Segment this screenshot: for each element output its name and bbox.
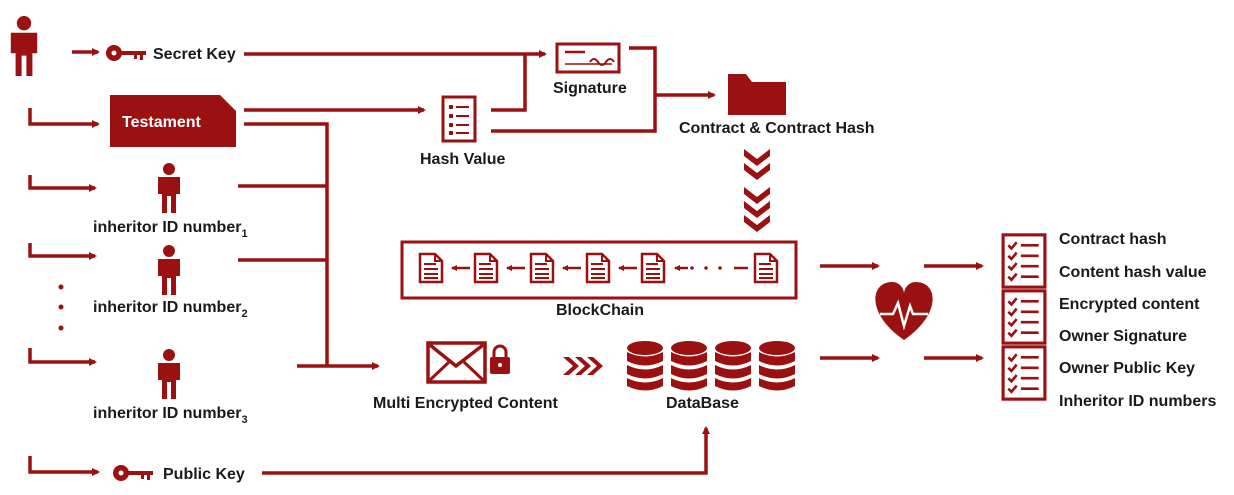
inheritor-1-label: inheritor ID number1 <box>93 219 248 240</box>
signature-icon <box>555 42 621 74</box>
signature-to-contract-arrow <box>629 46 716 99</box>
inheritor-3-arrow <box>28 348 97 366</box>
database-label: DataBase <box>666 395 739 412</box>
owner-to-testament-arrow <box>28 108 100 128</box>
block-icon <box>753 252 779 284</box>
chevrons-down-icon <box>744 149 770 232</box>
output-contract-hash: Contract hash <box>1059 231 1167 248</box>
ellipsis-dots <box>58 284 64 331</box>
folder-icon <box>728 74 786 115</box>
public-key-label: Public Key <box>163 466 245 483</box>
signature-label: Signature <box>553 80 627 97</box>
secret-key-icon <box>106 45 146 61</box>
hash-to-signature-line <box>491 54 527 112</box>
inheritor-2-person-icon <box>158 245 180 295</box>
block-icon <box>640 252 666 284</box>
checklist-icon <box>1001 289 1047 345</box>
testament-label: Testament <box>122 114 202 131</box>
hash-value-label: Hash Value <box>420 151 505 168</box>
inheritor-3-label: inheritor ID number3 <box>93 405 248 426</box>
hash-to-contract-line <box>491 95 657 133</box>
inheritor-2-arrow <box>28 243 97 260</box>
hash-document-icon <box>441 95 477 143</box>
database-icon <box>627 341 663 391</box>
inheritor-1-arrow <box>28 175 97 192</box>
checklist-icon <box>1001 233 1047 289</box>
testament-shape <box>110 95 236 147</box>
output-inheritor-ids: Inheritor ID numbers <box>1059 393 1216 410</box>
inheritor-2-label: inheritor ID number2 <box>93 299 248 320</box>
block-icon <box>585 252 611 284</box>
output-encrypted-content: Encrypted content <box>1059 296 1200 313</box>
output-content-hash: Content hash value <box>1059 264 1207 281</box>
inheritor-1-person-icon <box>158 163 180 213</box>
database-icon <box>715 341 751 391</box>
contract-label: Contract & Contract Hash <box>679 120 875 137</box>
lock-icon <box>490 344 510 374</box>
block-icon <box>418 252 444 284</box>
output-owner-public-key: Owner Public Key <box>1059 360 1195 377</box>
public-key-icon <box>113 465 153 481</box>
public-key-to-database-arrow <box>262 426 710 475</box>
checklist-icon <box>1001 345 1047 401</box>
blockchain-link-arrows <box>451 265 748 271</box>
block-icon <box>529 252 555 284</box>
database-icon <box>759 341 795 391</box>
blockchain-label: BlockChain <box>556 302 644 319</box>
database-icon <box>671 341 707 391</box>
inheritor-3-person-icon <box>158 349 180 399</box>
testament-bus-line <box>244 122 329 366</box>
block-icon <box>473 252 499 284</box>
heart-icon <box>875 282 933 340</box>
multi-encrypted-label: Multi Encrypted Content <box>373 395 559 412</box>
output-owner-signature: Owner Signature <box>1059 328 1187 345</box>
owner-to-public-key-arrow <box>28 456 100 476</box>
chevrons-right-icon <box>563 357 603 375</box>
secret-key-label: Secret Key <box>153 46 236 63</box>
envelope-icon <box>426 341 487 384</box>
owner-person-icon <box>10 16 38 76</box>
